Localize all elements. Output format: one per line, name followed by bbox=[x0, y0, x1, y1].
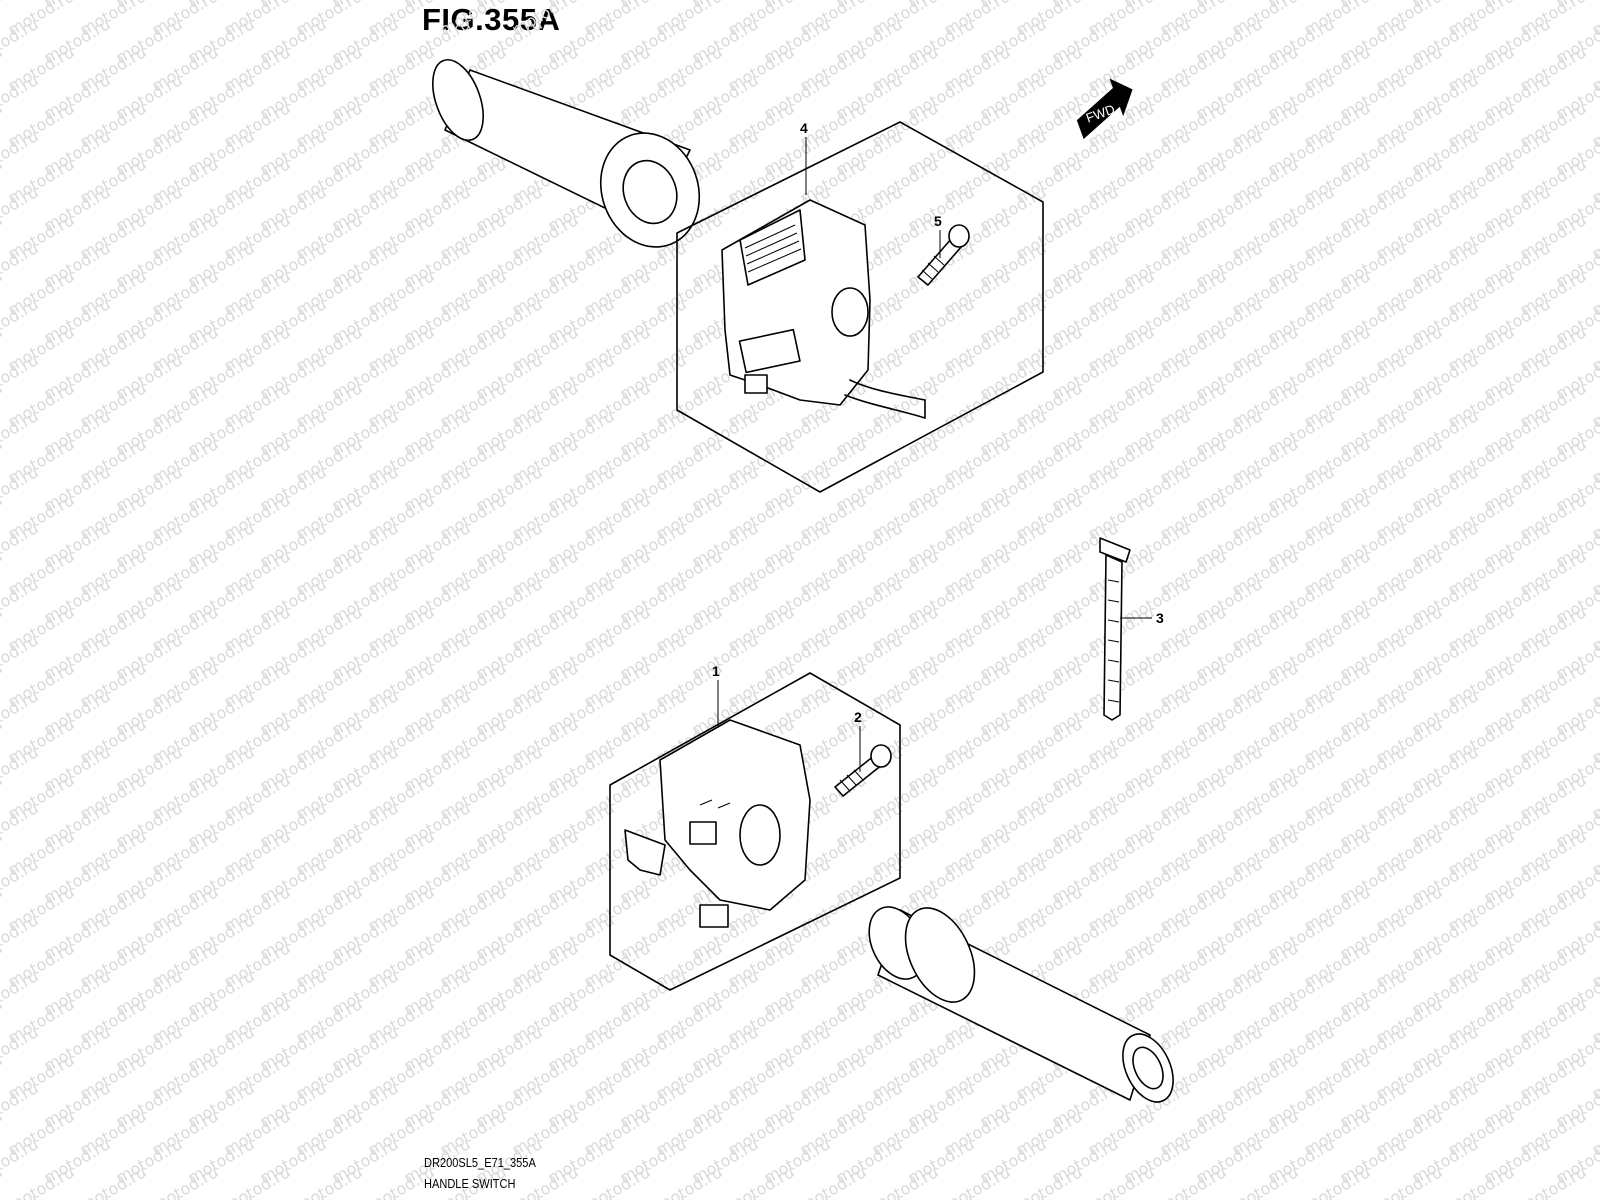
watermark-text: motod.ru bbox=[5, 1162, 78, 1200]
watermark-text: motod.ru bbox=[1013, 1162, 1086, 1200]
watermark-text: motod.ru bbox=[77, 1162, 150, 1200]
callout-1: 1 bbox=[712, 663, 720, 679]
watermark-text: motod.ru bbox=[653, 1162, 726, 1200]
diagram-name: HANDLE SWITCH bbox=[424, 1176, 516, 1191]
watermark-text: motod.ru bbox=[1373, 1162, 1446, 1200]
watermark-text: motod.ru bbox=[581, 1162, 654, 1200]
watermark-text: motod.ru bbox=[797, 1162, 870, 1200]
watermark-text: motod.ru bbox=[1445, 1162, 1518, 1200]
callout-3: 3 bbox=[1156, 610, 1164, 626]
watermark-text: motod.ru bbox=[1301, 1162, 1374, 1200]
callout-4: 4 bbox=[800, 120, 808, 136]
figure-title: FIG.355A bbox=[422, 2, 561, 37]
watermark-text: motod.ru bbox=[1589, 0, 1600, 39]
watermark-text: motod.ru bbox=[725, 1162, 798, 1200]
watermark-text: motod.ru bbox=[293, 1162, 366, 1200]
callout-5: 5 bbox=[934, 213, 942, 229]
callout-2: 2 bbox=[854, 709, 862, 725]
watermark-text: motod.ru bbox=[1085, 1162, 1158, 1200]
watermark-text: motod.ru bbox=[869, 1162, 942, 1200]
watermark-text: motod.ru bbox=[221, 1162, 294, 1200]
watermark-text: motod.ru bbox=[149, 1162, 222, 1200]
diagram-code: DR200SL5_E71_355A bbox=[424, 1155, 536, 1170]
watermark-text: motod.ru bbox=[1229, 1162, 1302, 1200]
watermark-text: motod.ru bbox=[941, 1162, 1014, 1200]
watermark-text: motod.ru bbox=[1157, 1162, 1230, 1200]
watermark-text: motod.ru bbox=[1517, 1162, 1590, 1200]
